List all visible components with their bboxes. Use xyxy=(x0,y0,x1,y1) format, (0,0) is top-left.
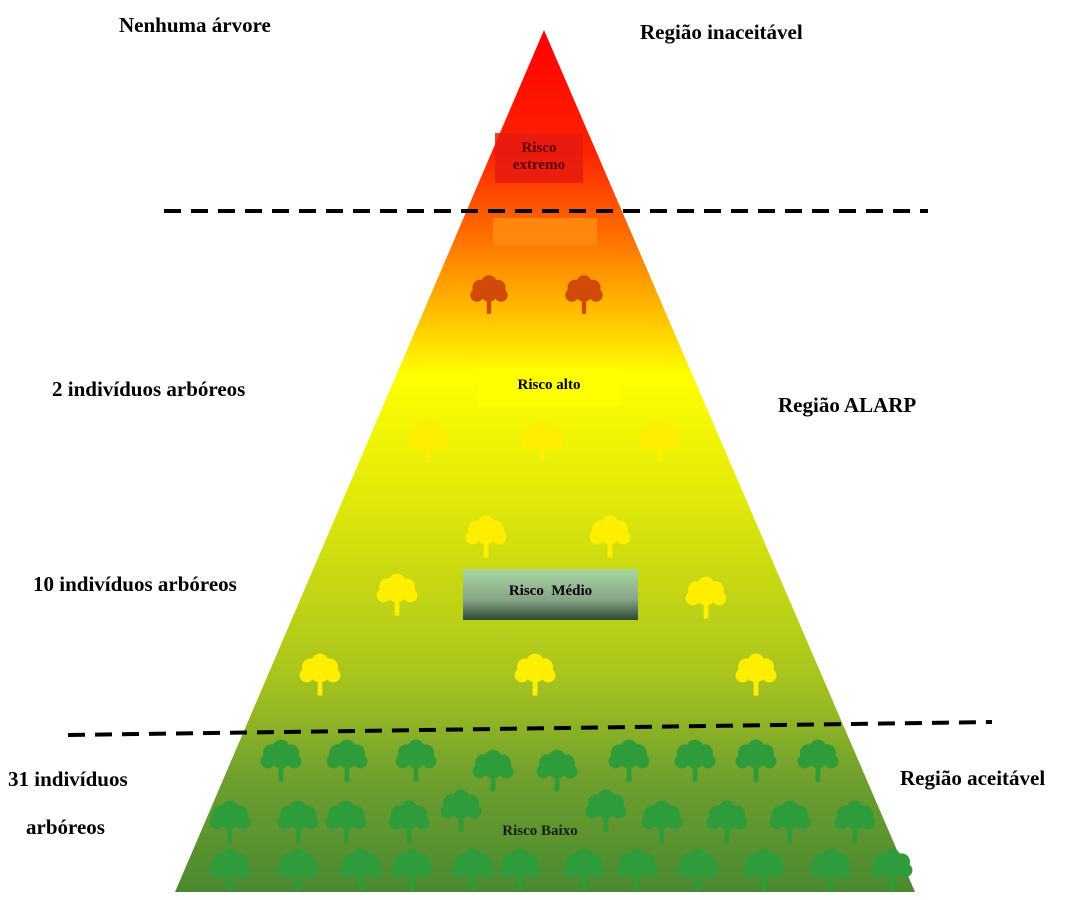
tree-icon xyxy=(260,739,302,782)
extreme-label-box xyxy=(495,133,583,183)
tree-icon xyxy=(563,848,605,891)
tree-icon xyxy=(470,275,508,314)
tree-icon xyxy=(641,800,683,843)
tree-icon xyxy=(743,848,785,891)
tree-icon xyxy=(585,789,627,832)
tree-icon xyxy=(834,800,876,843)
lower-boundary-line xyxy=(67,720,993,737)
alarp-region-label: Região ALARP xyxy=(778,393,917,417)
tree-icon xyxy=(521,420,563,463)
extreme-risk-line1: Risco xyxy=(521,140,557,156)
tree-icon xyxy=(677,848,719,891)
tree-icon xyxy=(638,420,680,463)
tree-icon xyxy=(871,848,913,891)
tree-icon xyxy=(797,739,839,782)
tree-icon xyxy=(616,848,658,891)
tree-icon xyxy=(565,275,603,314)
thirty-one-trees-label-line1: 31 indivíduos xyxy=(8,767,128,791)
tree-icon xyxy=(674,739,716,782)
tree-icon xyxy=(340,848,382,891)
tree-icon xyxy=(376,573,418,616)
tree-icon xyxy=(209,800,251,843)
low-risk-label: Risco Baixo xyxy=(502,823,578,839)
tree-icon xyxy=(326,739,368,782)
tree-icon xyxy=(514,653,556,696)
acceptable-region-label: Região aceitável xyxy=(900,766,1046,790)
tree-icon xyxy=(395,739,437,782)
unacceptable-region-label: Região inaceitável xyxy=(640,20,803,44)
tree-icon xyxy=(277,848,319,891)
tree-icon xyxy=(706,800,748,843)
tree-icon xyxy=(209,848,251,891)
tree-icon xyxy=(685,576,727,619)
high-label-box xyxy=(478,367,620,407)
tree-icon xyxy=(810,848,852,891)
thirty-one-trees-label-line2: arbóreos xyxy=(26,815,105,839)
high-risk-label: Risco alto xyxy=(517,377,581,393)
tree-icon xyxy=(407,420,449,463)
tree-icon xyxy=(465,515,507,558)
tree-icon xyxy=(325,800,367,843)
tree-icon xyxy=(391,848,433,891)
pyramid-shape xyxy=(175,30,915,892)
tree-icon xyxy=(277,800,319,843)
medium-label-box xyxy=(463,569,638,620)
tree-icon xyxy=(440,789,482,832)
extreme-risk-label: Risco extremo xyxy=(495,140,583,173)
tree-icon xyxy=(536,749,578,792)
tree-icon xyxy=(388,800,430,843)
tree-icon xyxy=(735,739,777,782)
tree-icon xyxy=(608,739,650,782)
orange-box xyxy=(493,218,597,245)
two-trees-label: 2 indivíduos arbóreos xyxy=(52,377,246,401)
tree-icon xyxy=(299,653,341,696)
ten-trees-label: 10 indivíduos arbóreos xyxy=(33,572,237,596)
no-trees-label: Nenhuma árvore xyxy=(119,13,271,37)
tree-icon xyxy=(499,848,541,891)
tree-icon xyxy=(452,848,494,891)
extreme-risk-line2: extremo xyxy=(512,156,566,173)
tree-icon xyxy=(472,749,514,792)
medium-risk-label: Risco Médio xyxy=(508,583,593,599)
tree-icon xyxy=(735,653,777,696)
tree-icon xyxy=(769,800,811,843)
tree-icon xyxy=(589,515,631,558)
